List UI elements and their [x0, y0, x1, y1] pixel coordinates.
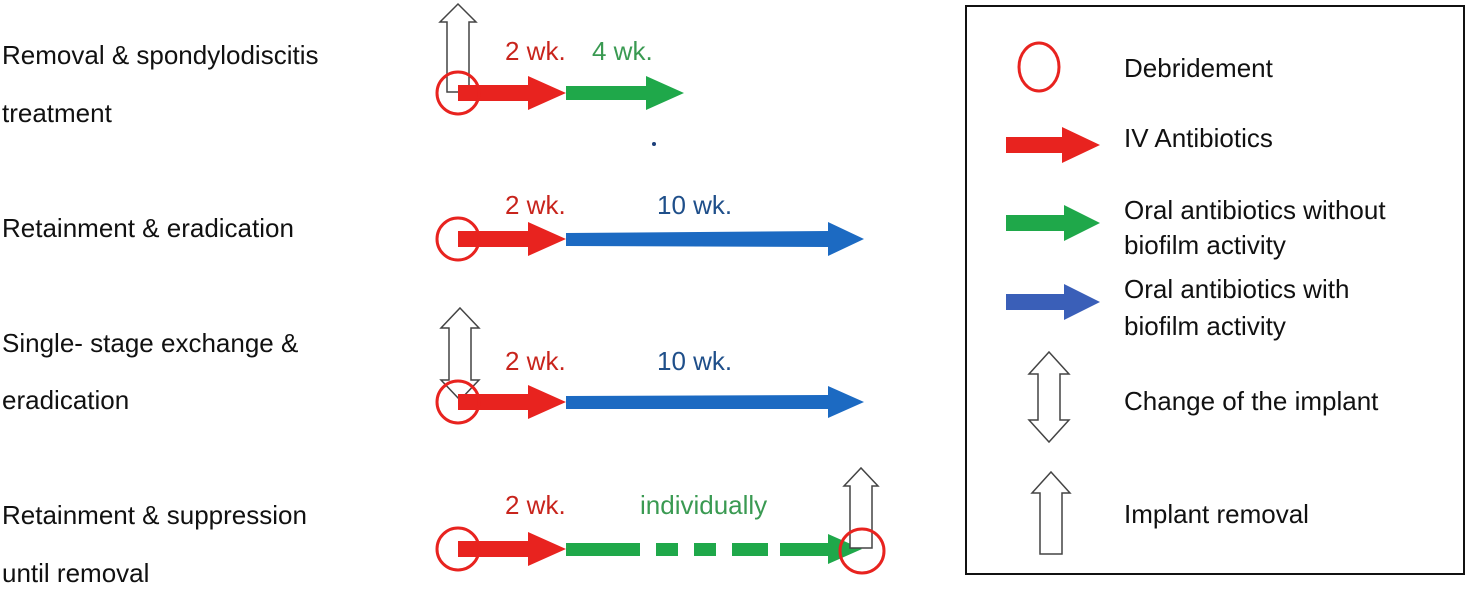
row-3-duration-iv: 2 wk. — [505, 346, 566, 376]
legend — [965, 5, 1465, 575]
row-1-duration-iv: 2 wk. — [505, 36, 566, 66]
up-arrow-icon — [1030, 470, 1072, 555]
row-3-label-line-1: Single- stage exchange & — [2, 328, 299, 358]
row-4-label-line-2: until removal — [2, 558, 150, 588]
stray-dot — [652, 142, 656, 146]
row-2-debridement-circle — [435, 216, 481, 262]
row-4-timeline — [435, 466, 886, 575]
legend-label-oral-with-line-1: Oral antibiotics with — [1124, 274, 1350, 304]
row-3-debridement-circle — [435, 379, 481, 425]
row-2-label-line-1: Retainment & eradication — [2, 213, 294, 243]
row-4-implant-removal-icon — [842, 466, 880, 549]
legend-label-oral-without-line-1: Oral antibiotics without — [1124, 195, 1386, 225]
row-1-label-line-2: treatment — [2, 98, 112, 128]
row-1-timeline — [435, 2, 684, 146]
red-arrow-icon — [1006, 127, 1100, 163]
row-1-red-arrow — [458, 76, 566, 110]
row-3-label-line-2: eradication — [2, 385, 130, 415]
legend-label-iv-antibiotics: IV Antibiotics — [1124, 123, 1273, 153]
row-3-blue-arrow — [566, 386, 864, 418]
row-2-red-arrow — [458, 222, 566, 256]
row-4-duration-oral: individually — [640, 490, 768, 520]
row-2-duration-oral: 10 wk. — [657, 190, 733, 220]
legend-label-oral-with-line-2: biofilm activity — [1124, 311, 1286, 341]
debridement-circle-icon — [1017, 41, 1061, 93]
row-1-green-arrow — [566, 76, 684, 110]
row-2-timeline — [435, 216, 864, 262]
row-1-duration-oral: 4 wk. — [592, 36, 653, 66]
row-3-duration-oral: 10 wk. — [657, 346, 733, 376]
row-4-debridement-circle-end — [838, 527, 886, 575]
row-2-duration-iv: 2 wk. — [505, 190, 566, 220]
row-4-green-dashed-arrow — [566, 534, 862, 564]
double-arrow-icon — [1027, 350, 1071, 444]
legend-icons — [1006, 41, 1100, 555]
row-1-implant-removal-icon — [438, 2, 478, 93]
row-1-debridement-circle — [435, 70, 481, 116]
row-4-label-line-1: Retainment & suppression — [2, 500, 307, 530]
row-4-duration-iv: 2 wk. — [505, 490, 566, 520]
row-3-timeline — [435, 306, 864, 425]
row-4-debridement-circle-start — [435, 526, 481, 572]
row-1-label-line-1: Removal & spondylodiscitis — [2, 40, 319, 70]
legend-label-implant-removal: Implant removal — [1124, 499, 1309, 529]
legend-label-change-of-implant: Change of the implant — [1124, 386, 1379, 416]
row-4-red-arrow — [458, 532, 566, 566]
legend-label-oral-without-line-2: biofilm activity — [1124, 230, 1286, 260]
row-2-blue-arrow — [566, 222, 864, 256]
green-arrow-icon — [1006, 205, 1100, 241]
legend-label-debridement: Debridement — [1124, 53, 1273, 83]
blue-arrow-icon — [1006, 284, 1100, 320]
row-3-red-arrow — [458, 385, 566, 419]
